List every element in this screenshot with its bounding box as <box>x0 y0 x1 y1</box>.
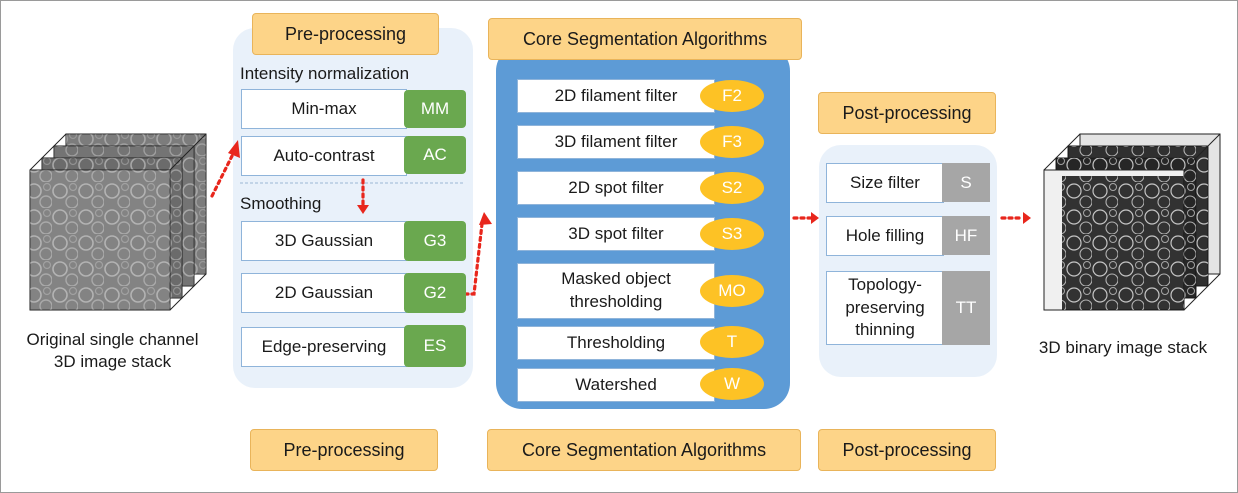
3d-spot-filter-label: 3D spot filter <box>568 223 664 243</box>
min-max-option: Min-max <box>241 89 407 129</box>
3d-filament-filter-label: 3D filament filter <box>554 131 678 151</box>
output-image-stack <box>1043 133 1221 311</box>
input-caption-line2: 3D image stack <box>53 352 172 372</box>
3d-gaussian-option: 3D Gaussian <box>241 221 407 261</box>
masked-object-label-line2: thresholding <box>569 292 663 311</box>
hf-badge: HF <box>942 216 990 255</box>
2d-gaussian-option: 2D Gaussian <box>241 273 407 313</box>
2d-gaussian-label: 2D Gaussian <box>274 282 374 302</box>
2d-spot-filter-label: 2D spot filter <box>568 177 664 197</box>
g3-badge: G3 <box>404 221 466 261</box>
masked-object-thresholding-option: Masked object thresholding <box>517 263 715 319</box>
s-badge: S <box>942 163 990 202</box>
intensity-normalization-title: Intensity normalization <box>240 64 410 83</box>
footer-core-label: Core Segmentation Algorithms <box>487 429 801 471</box>
input-caption-line1: Original single channel <box>26 330 199 349</box>
tt-label-line3: thinning <box>855 320 915 340</box>
3d-filament-filter-option: 3D filament filter <box>517 125 715 159</box>
hole-filling-label: Hole filling <box>845 225 925 245</box>
smoothing-title: Smoothing <box>240 194 322 213</box>
watershed-label: Watershed <box>575 374 657 394</box>
size-filter-option: Size filter <box>826 163 944 203</box>
header-core-label: Core Segmentation Algorithms <box>488 18 802 60</box>
f2-badge: F2 <box>700 80 764 112</box>
arrowhead-5 <box>1023 212 1031 224</box>
3d-spot-filter-option: 3D spot filter <box>517 217 715 251</box>
input-caption: Original single channel 3D image stack <box>10 329 215 373</box>
edge-preserving-label: Edge-preserving <box>261 336 387 356</box>
3d-gaussian-label: 3D Gaussian <box>274 230 374 250</box>
min-max-label: Min-max <box>291 98 357 118</box>
header-preprocessing-label: Pre-processing <box>252 13 439 55</box>
input-image-stack <box>29 133 207 311</box>
thresholding-option: Thresholding <box>517 326 715 360</box>
auto-contrast-label: Auto-contrast <box>273 145 375 165</box>
s3-badge: S3 <box>700 218 764 250</box>
auto-contrast-option: Auto-contrast <box>241 136 407 176</box>
arrow-preprocessing-to-core <box>463 222 484 296</box>
2d-filament-filter-label: 2D filament filter <box>554 85 678 105</box>
header-postprocessing-label: Post-processing <box>818 92 996 134</box>
tt-badge: TT <box>942 271 990 345</box>
arrowhead-1 <box>228 140 240 158</box>
thresholding-label: Thresholding <box>566 332 666 352</box>
mo-badge: MO <box>700 275 764 307</box>
arrowhead-3 <box>479 212 492 225</box>
ac-badge: AC <box>404 136 466 174</box>
arrowhead-4 <box>811 212 819 224</box>
mm-badge: MM <box>404 90 466 128</box>
2d-spot-filter-option: 2D spot filter <box>517 171 715 205</box>
masked-object-label-line1: Masked object <box>561 269 671 289</box>
arrow-input-to-preprocessing <box>210 154 234 198</box>
w-badge: W <box>700 368 764 400</box>
arrowhead-2 <box>357 205 369 214</box>
tt-label-line2: preserving <box>845 297 925 317</box>
2d-filament-filter-option: 2D filament filter <box>517 79 715 113</box>
f3-badge: F3 <box>700 126 764 158</box>
size-filter-label: Size filter <box>850 172 920 192</box>
s2-badge: S2 <box>700 172 764 204</box>
g2-badge: G2 <box>404 273 466 313</box>
t-badge: T <box>700 326 764 358</box>
topology-preserving-thinning-option: Topology- preserving thinning <box>826 271 944 345</box>
footer-preprocessing-label: Pre-processing <box>250 429 438 471</box>
tt-label-line1: Topology- <box>848 274 922 294</box>
output-caption: 3D binary image stack <box>1038 338 1208 357</box>
edge-preserving-option: Edge-preserving <box>241 327 407 367</box>
watershed-option: Watershed <box>517 368 715 402</box>
es-badge: ES <box>404 325 466 367</box>
footer-postprocessing-label: Post-processing <box>818 429 996 471</box>
hole-filling-option: Hole filling <box>826 216 944 256</box>
